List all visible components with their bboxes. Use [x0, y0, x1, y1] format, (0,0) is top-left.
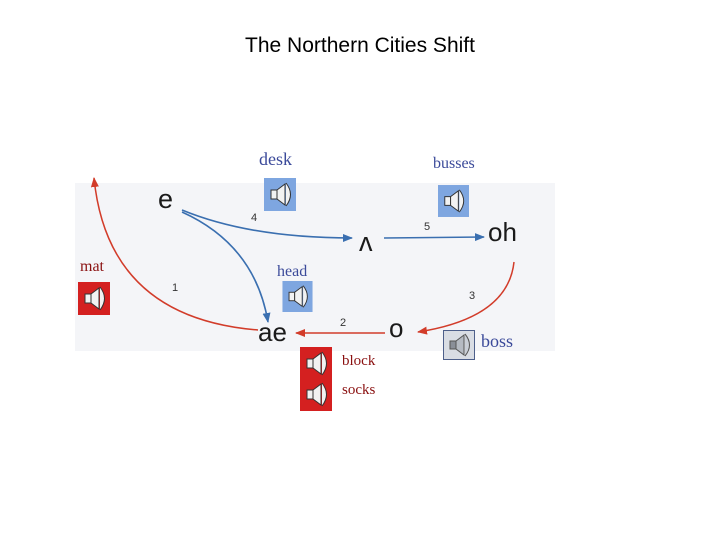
speaker-icon	[443, 330, 475, 360]
speaker-icon-busses[interactable]	[438, 185, 469, 217]
step-3-label: 3	[469, 290, 475, 302]
arrow-wedge-to-oh	[383, 233, 485, 242]
word-desk: desk	[259, 149, 292, 169]
word-head: head	[277, 263, 308, 280]
speaker-icon-socks[interactable]	[300, 378, 332, 411]
speaker-icon	[438, 185, 469, 217]
word-block: block	[342, 353, 376, 369]
step-4-label: 4	[251, 212, 257, 224]
speaker-icon-desk[interactable]	[264, 178, 296, 211]
arrow-ae-to-e	[90, 177, 259, 331]
arrow-e-to-ae	[181, 211, 271, 323]
vowel-o: o	[389, 313, 403, 343]
step-1-label: 1	[172, 282, 178, 294]
speaker-icon-head[interactable]	[282, 281, 313, 312]
speaker-icon	[300, 378, 332, 411]
speaker-icon	[300, 347, 332, 380]
speaker-icon-mat[interactable]	[78, 282, 110, 315]
vowel-ae: ae	[258, 317, 287, 347]
vowel-oh: oh	[488, 217, 517, 247]
speaker-icon	[78, 282, 110, 315]
word-boss: boss	[481, 331, 514, 351]
step-2-label: 2	[340, 317, 346, 329]
step-5-label: 5	[424, 221, 430, 233]
page-title: The Northern Cities Shift	[245, 34, 475, 57]
word-socks: socks	[342, 382, 376, 398]
vowel-e: e	[158, 184, 173, 214]
speaker-icon-block[interactable]	[300, 347, 332, 380]
word-busses: busses	[433, 155, 475, 172]
arrow-oh-to-o	[417, 261, 515, 335]
speaker-icon-boss[interactable]	[443, 330, 475, 360]
speaker-icon	[264, 178, 296, 211]
diagram-background	[75, 183, 555, 351]
word-mat: mat	[80, 258, 104, 275]
vowel-wedge: ʌ	[359, 227, 373, 257]
speaker-icon	[282, 281, 313, 312]
arrow-e-to-wedge	[181, 209, 353, 242]
